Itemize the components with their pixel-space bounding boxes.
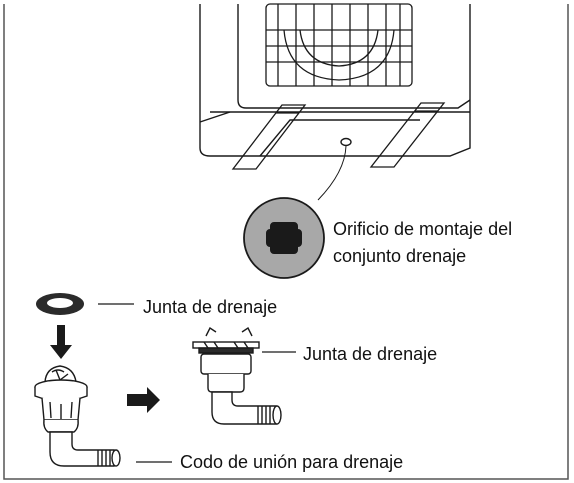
right-bracket	[369, 102, 446, 168]
indoor-unit	[199, 3, 471, 201]
mount-hole-label-line2: conjunto drenaje	[333, 246, 467, 266]
assembled-drain-elbow	[192, 326, 296, 425]
drain-seal-label: Junta de drenaje	[143, 297, 278, 317]
assembled-seal-label: Junta de drenaje	[303, 344, 438, 364]
zoom-circle	[243, 197, 325, 279]
grille	[265, 3, 413, 87]
mount-hole	[266, 222, 302, 254]
down-arrow-icon	[50, 325, 72, 359]
right-arrow-icon	[127, 387, 160, 413]
drain-elbow-label: Codo de unión para drenaje	[180, 452, 404, 472]
left-bracket	[231, 104, 307, 170]
drain-seal-ring	[36, 293, 134, 315]
mount-hole-label-line1: Orificio de montaje del	[333, 219, 513, 239]
frame-border	[3, 4, 569, 480]
drain-elbow	[34, 365, 172, 467]
unit-drain-hole	[340, 137, 352, 147]
